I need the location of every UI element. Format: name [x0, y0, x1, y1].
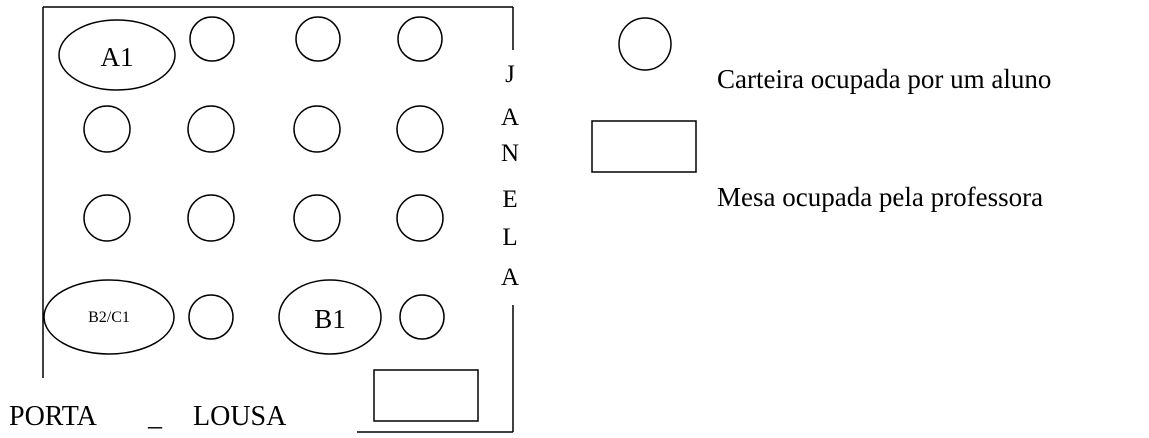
- seat-a1-label: A1: [101, 42, 134, 72]
- legend-rect-icon: [591, 120, 697, 173]
- window-letter: L: [502, 224, 517, 251]
- student-desk: [397, 16, 443, 62]
- student-desk: [293, 194, 341, 242]
- student-desk: [396, 194, 444, 242]
- teacher-desk: [373, 369, 479, 422]
- student-desk: [188, 294, 234, 340]
- window-letter: E: [502, 186, 517, 213]
- legend-student-desk-text: Carteira ocupada por um aluno: [717, 64, 1051, 94]
- door-label: PORTA: [9, 401, 98, 432]
- legend-teacher-desk-text: Mesa ocupada pela professora: [717, 182, 1043, 212]
- student-desk: [83, 105, 131, 153]
- window-letter: J: [505, 61, 515, 88]
- seat-b2c1: [43, 279, 175, 355]
- seat-b1-label: B1: [314, 304, 346, 334]
- student-desk: [189, 16, 235, 62]
- student-desk: [187, 105, 235, 153]
- separator: _: [147, 401, 163, 432]
- student-desk: [399, 294, 445, 340]
- window-label: J A N E L A: [501, 61, 519, 291]
- seat-b1: [278, 279, 382, 355]
- student-desk: [293, 105, 341, 153]
- student-desk: [295, 16, 341, 62]
- seat-a1: [58, 19, 176, 91]
- window-letter: A: [501, 264, 519, 291]
- seat-b2c1-label: B2/C1: [88, 309, 130, 326]
- legend-circle-icon: [618, 17, 672, 71]
- student-desk: [83, 194, 131, 242]
- board-label: LOUSA: [193, 401, 287, 432]
- window-letter: N: [501, 140, 519, 167]
- student-desk: [187, 194, 235, 242]
- window-letter: A: [501, 104, 519, 131]
- student-desk: [396, 105, 444, 153]
